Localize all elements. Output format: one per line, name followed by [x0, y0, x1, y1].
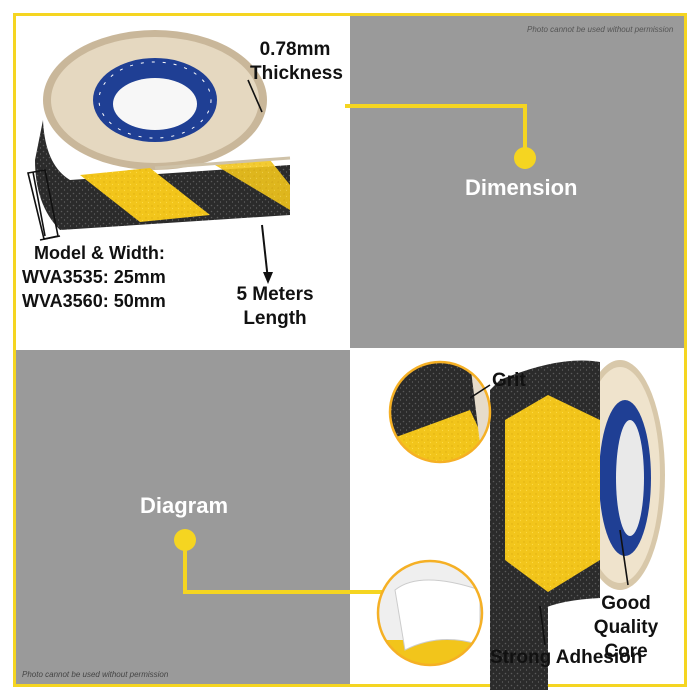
thickness-label: 0.78mm Thickness: [250, 39, 343, 84]
tape-roll-top: [35, 30, 291, 230]
adhesion-closeup: [378, 561, 482, 665]
grit-label: Grit: [492, 370, 526, 391]
model-width-label: Model & Width: WVA3535: 25mm WVA3560: 50…: [22, 243, 166, 311]
core-label: Good Quality Core: [593, 593, 659, 662]
connector-dot: [514, 147, 536, 169]
tape-roll-bottom: [490, 360, 665, 690]
yellow-frame: [13, 13, 687, 687]
diagram-panel-background: [16, 350, 350, 684]
dimension-heading: Dimension: [465, 175, 578, 200]
adhesion-label: Strong Adhesion: [490, 647, 643, 668]
watermark-bottom: Photo cannot be used without permission: [22, 670, 169, 679]
dimension-panel-background: [350, 16, 684, 348]
watermark-top: Photo cannot be used without permission: [527, 25, 674, 34]
diagram-heading: Diagram: [140, 493, 229, 518]
length-label: 5 Meters Length: [236, 284, 314, 329]
